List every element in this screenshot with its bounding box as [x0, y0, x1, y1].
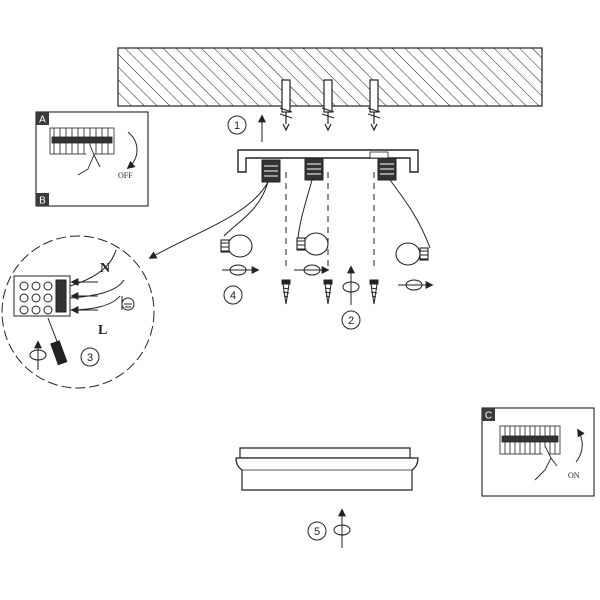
bulbs: [220, 232, 429, 266]
switch-direction-arrow-on: [575, 428, 585, 463]
neutral-label: N: [100, 261, 110, 276]
lamp-holder-right: [369, 151, 397, 181]
lamp-holder-middle: [304, 157, 324, 181]
panel-a-letter: A: [39, 115, 46, 126]
rotate-arrow-middle: [294, 264, 330, 276]
panel-c-breaker-on: C ON: [481, 407, 595, 497]
step-2-marker: 2: [341, 310, 361, 330]
wiring-detail: N L 3: [1, 235, 155, 389]
screws: [281, 279, 379, 305]
panel-c-state: ON: [568, 471, 580, 480]
terminal-block: [13, 275, 71, 317]
screw-right: [369, 279, 379, 305]
breaker-rail-a: [49, 127, 115, 155]
panel-a-state: OFF: [118, 171, 133, 180]
screw-left: [281, 279, 291, 305]
step-2-label: 2: [348, 315, 354, 327]
step-3-label: 3: [87, 352, 93, 364]
bulb-left: [220, 234, 253, 258]
breaker-rail-c: [499, 425, 561, 455]
rotate-arrow-left: [222, 264, 260, 276]
rotate-arrow-right: [398, 279, 434, 291]
bulb-rotation-arrows: [222, 264, 434, 291]
alignment-lines: [285, 172, 375, 270]
wall-plug-left: [279, 79, 293, 132]
step-1-label: 1: [234, 120, 240, 132]
ground-icon: [121, 297, 135, 311]
lamp-holder-left: [261, 159, 281, 183]
rotate-icon-3: [29, 340, 47, 370]
panel-b-letter: B: [39, 196, 46, 207]
live-label: L: [98, 323, 107, 338]
wires: [148, 179, 431, 259]
screw-rotation-arrow: [342, 265, 360, 305]
screwdriver-icon: [47, 317, 68, 366]
wall-plug-right: [367, 79, 381, 132]
panel-a-breaker-off: A B OFF: [35, 111, 149, 207]
bulb-right: [395, 242, 429, 266]
step-5-marker: 5: [307, 508, 351, 548]
glass-diffuser: [235, 447, 419, 491]
step-3-marker: [80, 347, 100, 367]
screw-middle: [323, 279, 333, 305]
hand-icon-c: [534, 445, 558, 481]
hand-icon-a: [77, 144, 101, 176]
bulb-middle: [296, 232, 329, 256]
rotate-icon-5: [333, 508, 351, 548]
wall-plug-middle: [321, 79, 335, 132]
step-4-label: 4: [230, 290, 236, 302]
step-1-marker: 1: [227, 114, 266, 142]
step-5-label: 5: [314, 526, 320, 538]
panel-c-letter: C: [485, 411, 492, 422]
wall-plugs: [279, 79, 381, 132]
switch-direction-arrow-off: [126, 131, 138, 170]
step-4-marker: 4: [223, 285, 243, 305]
mounting-plate: [237, 149, 419, 183]
